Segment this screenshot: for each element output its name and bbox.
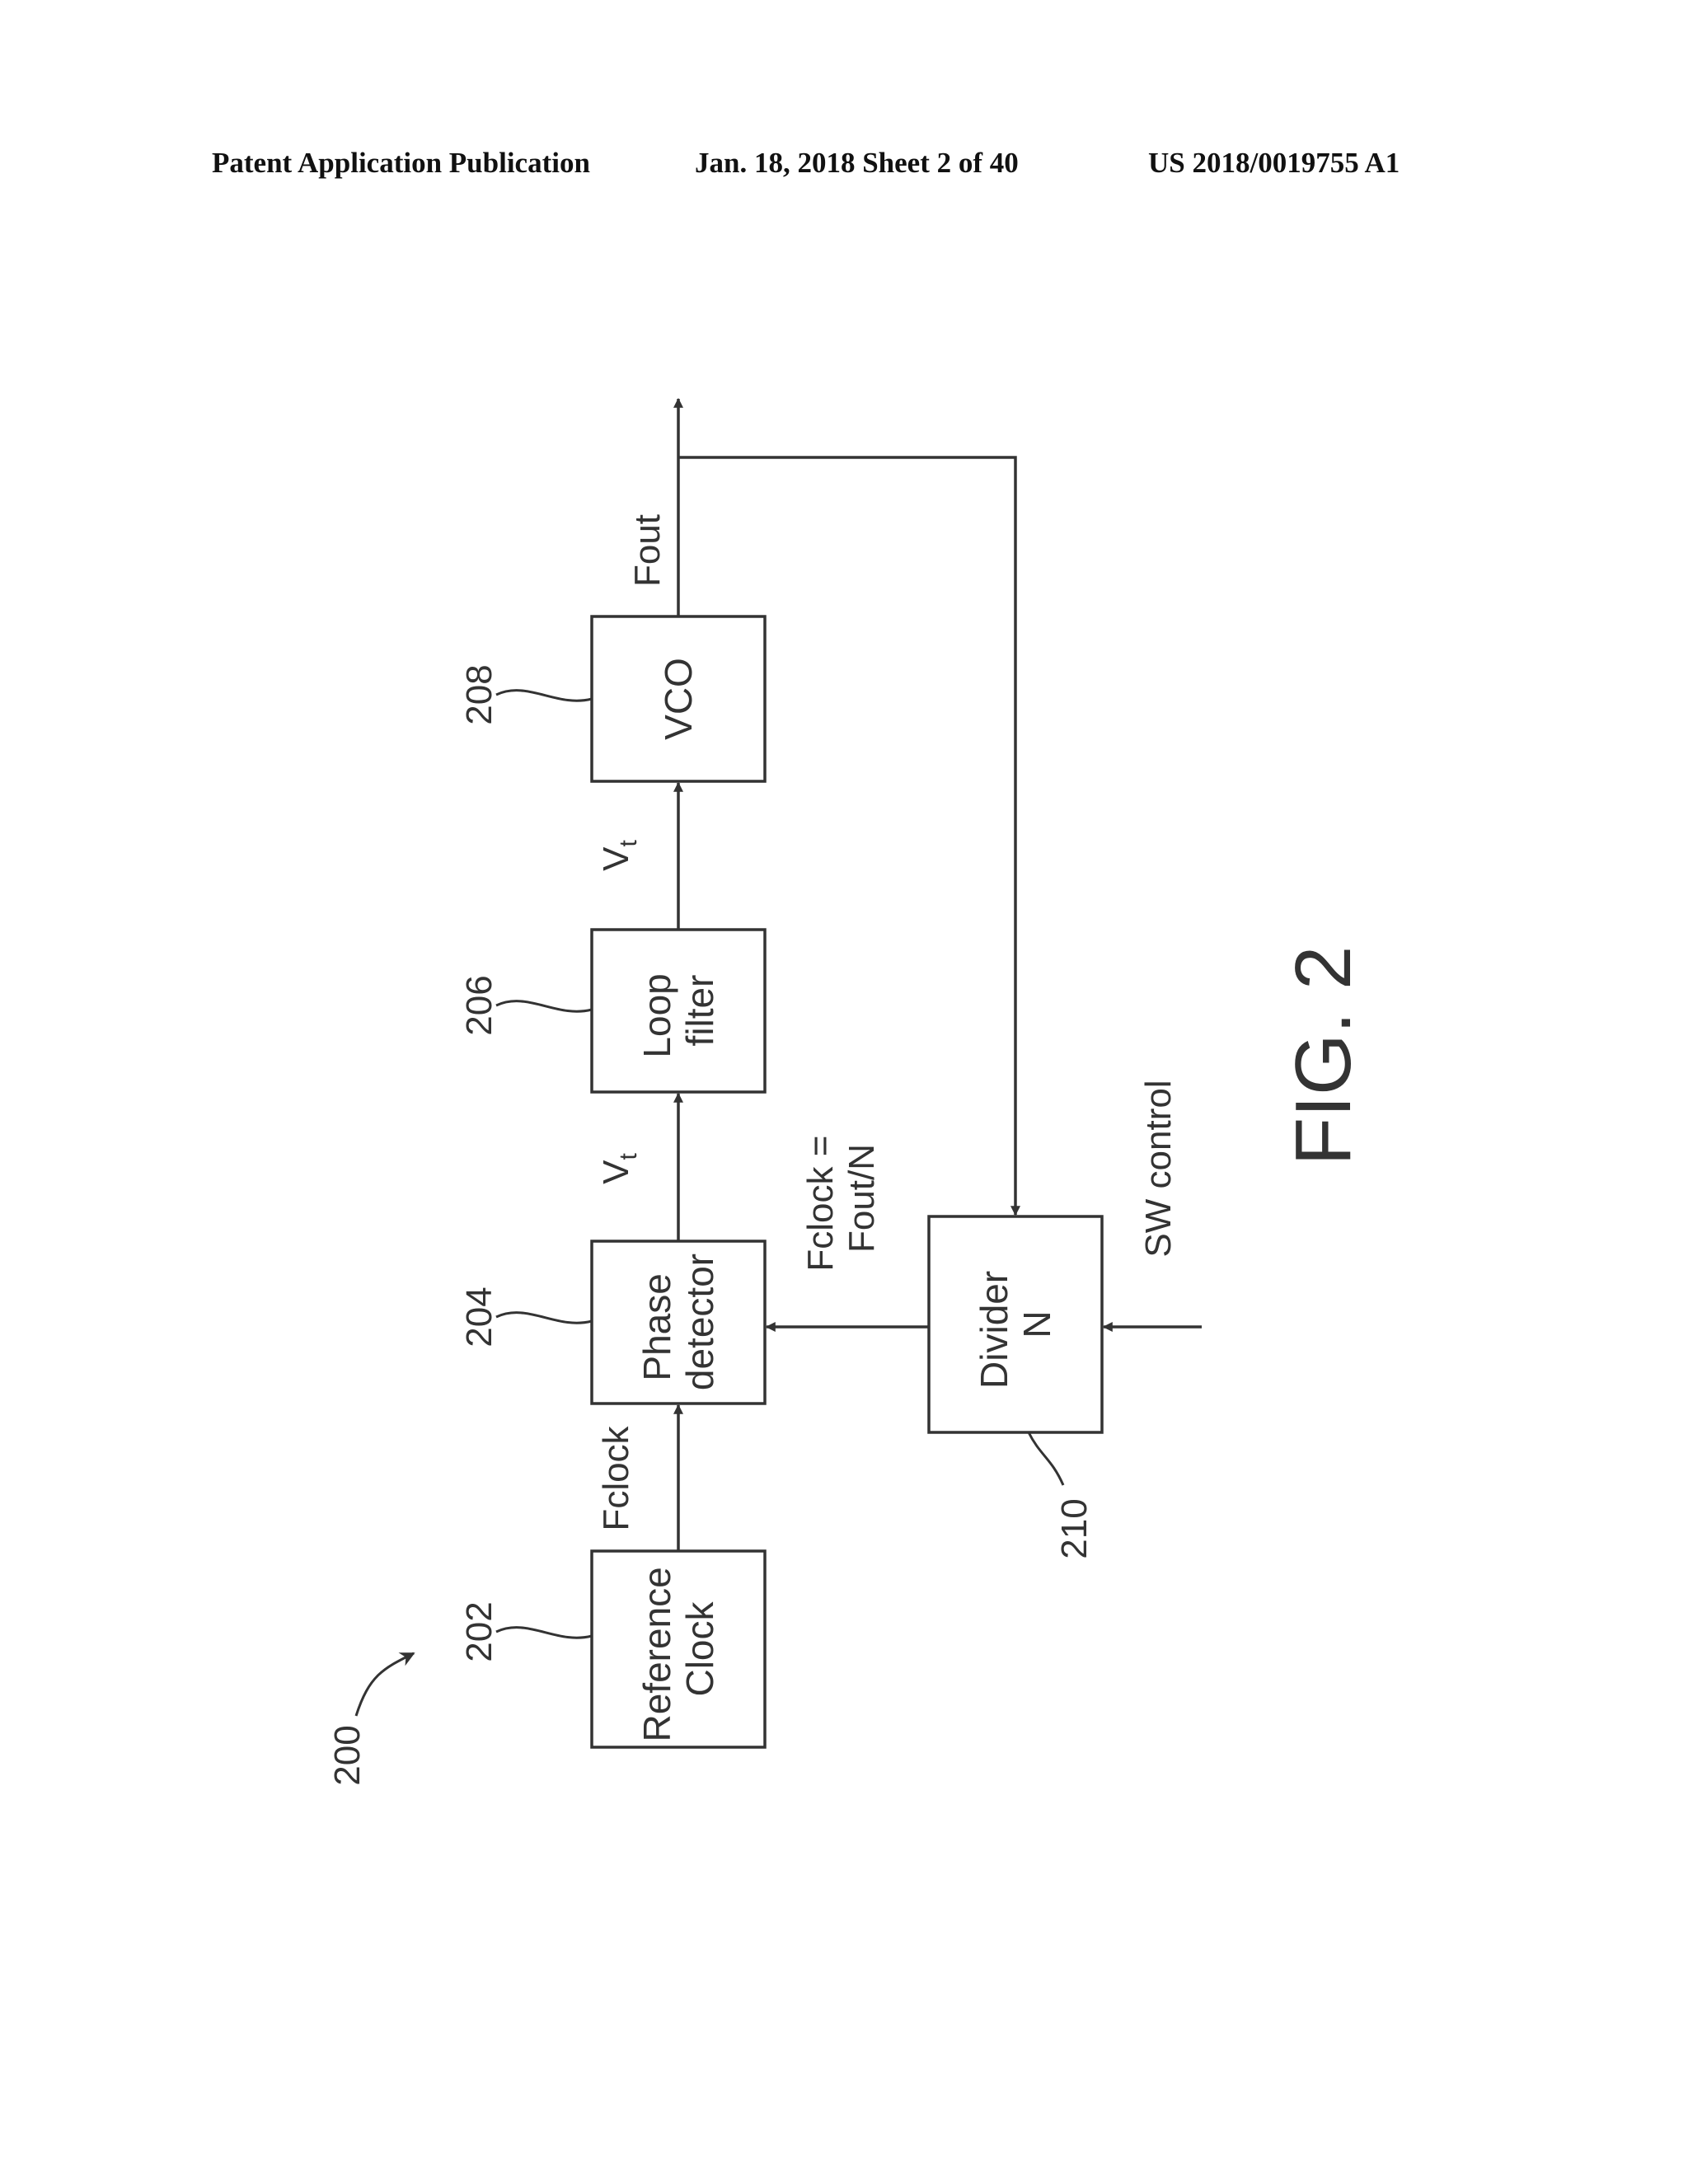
sw-control-label: SW control [1138, 1080, 1179, 1257]
fclock-equation: Fclock = Fout/N [800, 1125, 882, 1271]
phase-detector-label: Phase detector [635, 1254, 721, 1390]
publication-title: Patent Application Publication [212, 147, 590, 179]
fout-label: Fout [627, 514, 668, 587]
patent-number: US 2018/0019755 A1 [1148, 147, 1400, 179]
feedback-path [678, 456, 1020, 1216]
ref-210: 210 [1054, 1498, 1095, 1558]
ref-206: 206 [459, 975, 499, 1035]
date-sheet: Jan. 18, 2018 Sheet 2 of 40 [695, 147, 1019, 179]
ref-208: 208 [459, 664, 499, 724]
ref-204-leader [495, 1311, 593, 1324]
vco-label: VCO [657, 658, 700, 740]
ref-208-leader [495, 689, 593, 702]
ref-206-leader [495, 1000, 593, 1013]
ref-200: 200 [327, 1725, 368, 1785]
ref-202-leader [495, 1626, 593, 1639]
reference-clock-label: Reference Clock [635, 1556, 721, 1741]
ref-210-leader [1027, 1432, 1065, 1486]
loop-filter-label: Loop filter [635, 963, 721, 1057]
divider-block [927, 1215, 1104, 1434]
divider-label: Divider N [973, 1260, 1058, 1389]
page-header: Patent Application Publication Jan. 18, … [0, 147, 1688, 188]
ref-202: 202 [459, 1601, 499, 1661]
figure-label: FIG. 2 [1279, 946, 1367, 1166]
ref-204: 204 [459, 1286, 499, 1347]
fclock-label: Fclock [596, 1425, 636, 1530]
ref-200-arrow [354, 1652, 415, 1717]
vt-label-2: Vt [596, 839, 642, 870]
vt-label-1: Vt [596, 1152, 642, 1183]
